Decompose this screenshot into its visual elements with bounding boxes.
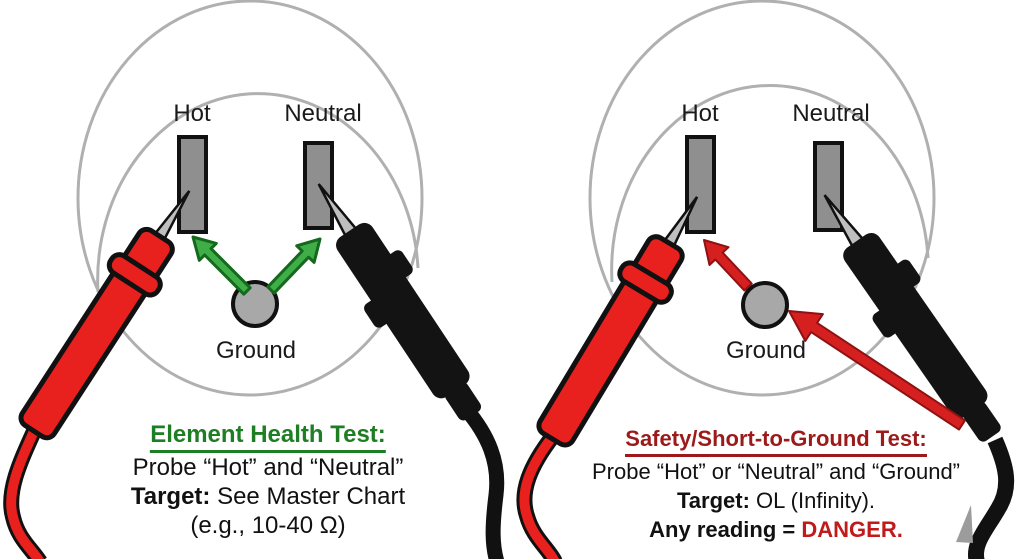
left-hot-label: Hot [173, 100, 211, 127]
green-arrow-to-neutral [266, 237, 322, 295]
red-arrow-ground-to-hot [703, 239, 753, 292]
probe-collar [617, 260, 674, 305]
left-caption-title: Element Health Test: [131, 420, 405, 453]
left-neutral-label: Neutral [284, 100, 362, 127]
right-outlet-inner-line [610, 84, 930, 283]
right-red-probe [536, 196, 699, 448]
probe-connector [445, 382, 482, 421]
probe-connector [963, 401, 1001, 442]
right-hot-label: Hot [681, 100, 719, 127]
wire-gray-highlight [956, 505, 973, 543]
red-arrow-probe-to-ground [788, 310, 966, 431]
left-black-probe-wire [460, 404, 505, 559]
left-caption-line1: Probe “Hot” and “Neutral” [132, 454, 404, 481]
right-black-probe-wire [968, 436, 1015, 559]
left-caption-example-line: (e.g., 10-40 Ω) [190, 512, 346, 539]
left-red-probe-wire [3, 425, 47, 559]
left-outlet-face [76, 0, 424, 397]
left-ground-label: Ground [215, 337, 297, 364]
right-caption-line1: Probe “Hot” or “Neutral” and “Ground” [591, 459, 961, 484]
right-outlet-face [588, 0, 936, 397]
right-black-probe [823, 194, 1001, 442]
left-caption: Element Health Test: Probe “Hot” and “Ne… [131, 420, 405, 540]
green-arrow-to-hot [191, 235, 252, 296]
right-hot-slot [685, 135, 716, 234]
left-red-probe [18, 190, 191, 441]
right-neutral-slot [813, 141, 844, 232]
right-ground-label: Ground [725, 337, 807, 364]
probe-nub [364, 300, 389, 328]
probe-handle [336, 222, 470, 399]
danger-text: DANGER. [801, 517, 903, 542]
right-caption-target-line: Target: OL (Infinity). [676, 488, 876, 513]
left-hot-slot [177, 135, 208, 234]
right-neutral-label: Neutral [792, 100, 870, 127]
right-caption-warning-line: Any reading = DANGER. [649, 517, 903, 542]
right-ground-pin [741, 281, 789, 329]
right-caption: Safety/Short-to-Ground Test: Probe “Hot”… [592, 424, 960, 544]
probe-nub [872, 310, 897, 338]
probe-collar [106, 252, 163, 298]
probe-nub [388, 250, 413, 278]
right-caption-title: Safety/Short-to-Ground Test: [592, 424, 960, 457]
probe-handle [843, 232, 988, 419]
left-caption-target-line: Target: See Master Chart [130, 483, 406, 510]
right-red-probe-wire [516, 431, 563, 559]
left-black-probe [317, 183, 482, 421]
probe-nub [895, 259, 921, 288]
left-outlet-inner-line [96, 92, 420, 293]
